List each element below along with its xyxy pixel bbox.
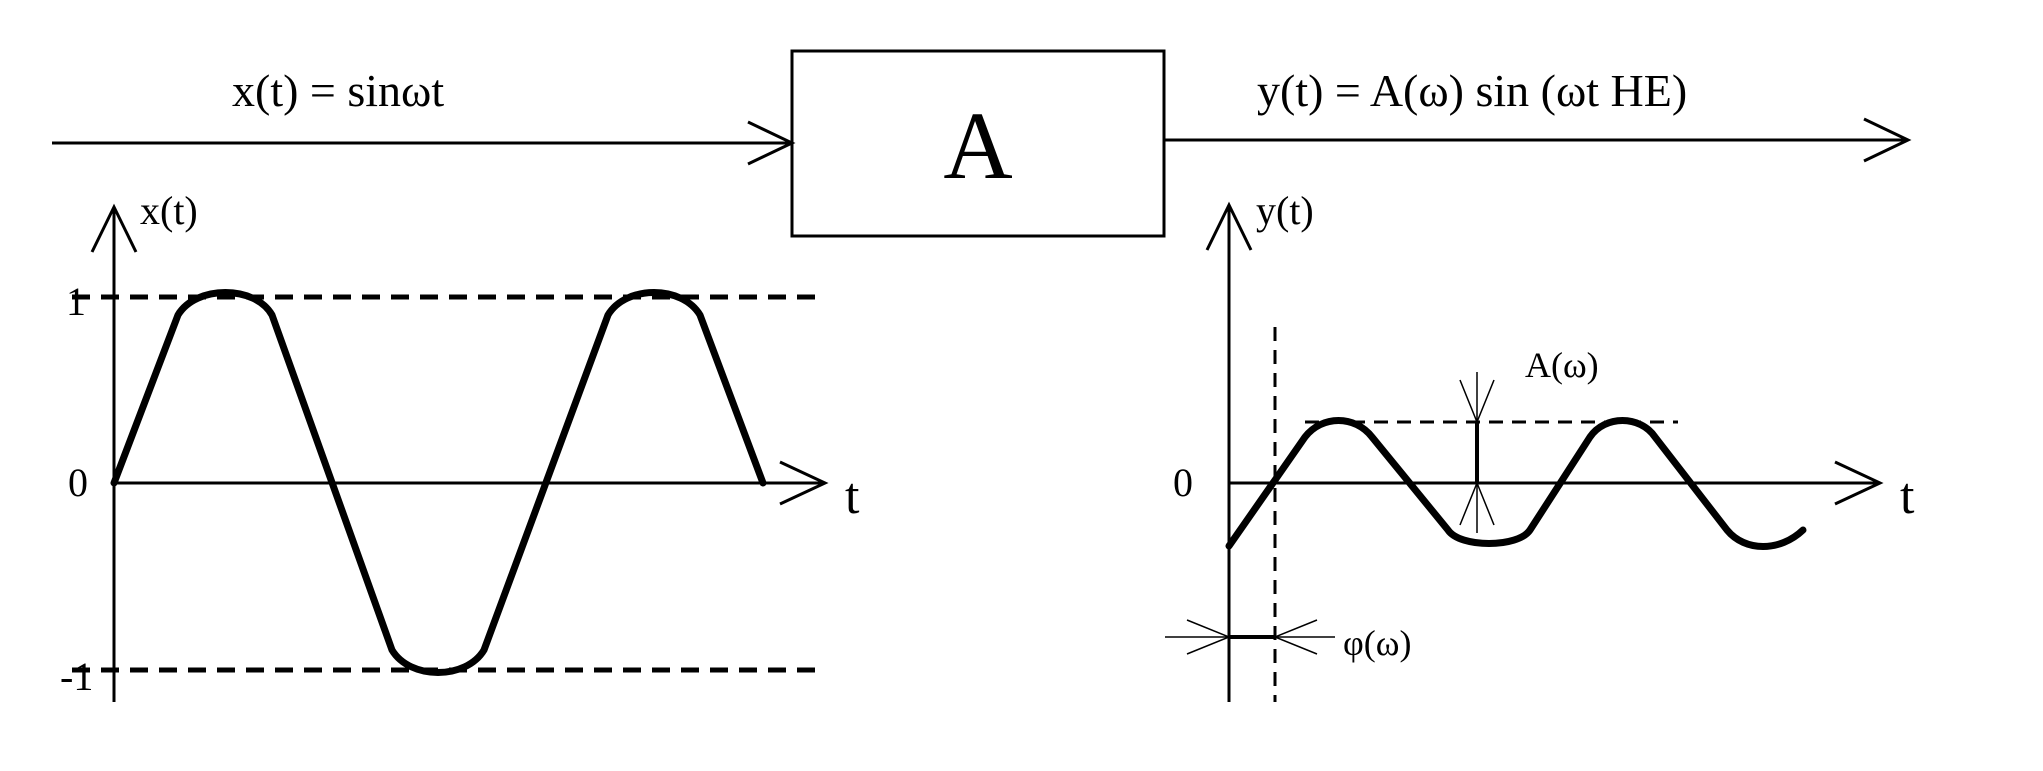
input-x-axis-label: t: [845, 468, 860, 525]
input-tick-neg1: -1: [60, 654, 93, 699]
output-plot: y(t) 0 A(ω) φ(ω) t: [1165, 188, 1915, 702]
output-signal-label: y(t) = A(ω) sin (ωt HE): [1257, 65, 1687, 116]
input-signal-label: x(t) = sinωt: [232, 65, 444, 116]
phase-label: φ(ω): [1343, 623, 1411, 663]
block-label: A: [943, 92, 1012, 199]
amplitude-marker: [1459, 372, 1495, 533]
input-tick-0: 0: [68, 460, 88, 505]
output-arrow-head: [1863, 117, 1912, 163]
input-plot: x(t) 1 0 -1 t: [60, 188, 860, 702]
input-y-axis-arrowhead: [90, 203, 138, 253]
output-x-axis-arrowhead: [1834, 460, 1884, 506]
output-y-axis-arrowhead: [1205, 201, 1253, 251]
input-tick-1: 1: [66, 279, 86, 324]
output-tick-0: 0: [1173, 460, 1193, 505]
input-x-axis-arrowhead: [779, 460, 829, 506]
input-sine-curve: [110, 289, 767, 676]
amplitude-label: A(ω): [1525, 345, 1599, 385]
phase-marker: [1165, 619, 1335, 655]
system-block: [790, 49, 1166, 238]
output-y-axis-label: y(t): [1256, 188, 1314, 233]
input-y-axis-label: x(t): [140, 188, 198, 233]
signal-flow: [52, 49, 1912, 238]
output-sine-curve: [1225, 417, 1807, 550]
output-x-axis-label: t: [1900, 468, 1915, 525]
